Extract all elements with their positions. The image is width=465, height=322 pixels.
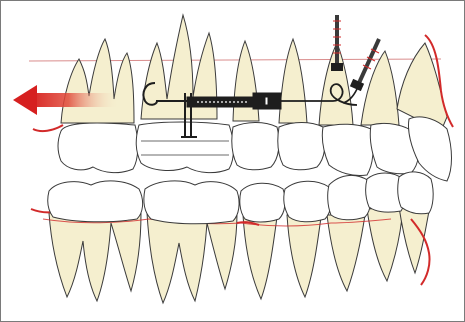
upper-premolar-root-2 <box>279 39 307 123</box>
lower-molar-root-2 <box>147 213 237 303</box>
appliance-block-2 <box>267 93 281 109</box>
lower-premolar-crown-2 <box>284 181 331 222</box>
lower-premolar-crown-1 <box>240 183 285 222</box>
upper-crowns <box>58 117 452 181</box>
upper-premolar-crown-2 <box>278 123 325 170</box>
lower-canine-crown <box>328 175 371 219</box>
lower-molar-crown-2 <box>144 181 239 224</box>
upper-central-crown <box>408 117 451 181</box>
lower-canine-root <box>327 215 365 291</box>
upper-molar-root-1 <box>61 39 134 123</box>
lower-premolar-root-2 <box>287 215 321 297</box>
lower-molar-root-1 <box>49 213 141 301</box>
lower-premolar-root-1 <box>243 215 277 299</box>
appliance-block-gap <box>265 97 268 105</box>
upper-gingiva-line <box>33 125 63 131</box>
upper-roots <box>61 15 447 131</box>
lower-molar-crown-1 <box>48 181 143 222</box>
upper-premolar-crown-1 <box>232 123 279 170</box>
upper-canine-crown <box>322 124 373 175</box>
upper-molar-crown-1 <box>58 123 138 173</box>
lower-central-crown <box>398 172 433 214</box>
lower-lateral-root <box>367 207 403 281</box>
